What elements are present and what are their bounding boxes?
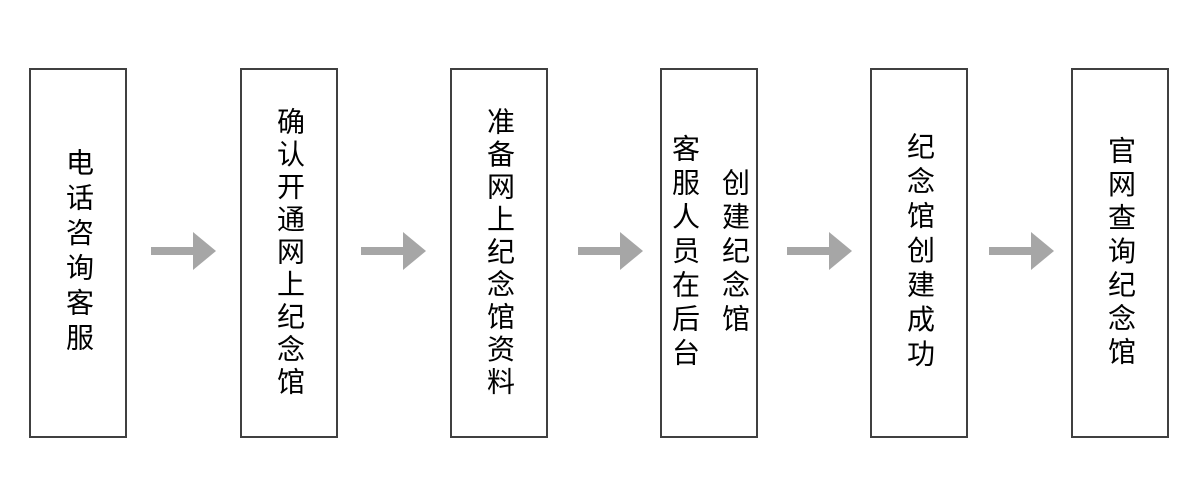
step-4-label-line-2: 创建纪念馆 (719, 168, 750, 338)
right-arrow-icon (578, 232, 643, 270)
step-5-label: 纪念馆创建成功 (904, 132, 935, 374)
right-arrow-icon (787, 232, 852, 270)
right-arrow-icon (151, 232, 216, 270)
right-arrow-icon (989, 232, 1054, 270)
right-arrow-icon (787, 232, 852, 270)
step-6-label: 官网查询纪念馆 (1105, 135, 1136, 371)
right-arrow-icon (361, 232, 426, 270)
right-arrow-icon (151, 232, 216, 270)
right-arrow-icon (989, 232, 1054, 270)
step-2-label: 确认开通网上纪念馆 (274, 106, 305, 400)
step-1-label: 电话咨询客服 (63, 148, 94, 358)
step-2-confirm-open-box: 确认开通网上纪念馆 (240, 68, 338, 438)
right-arrow-icon (361, 232, 426, 270)
step-1-phone-consult-box: 电话咨询客服 (29, 68, 127, 438)
step-4-label-line-1: 客服人员在后台 (669, 134, 700, 372)
step-3-label: 准备网上纪念馆资料 (484, 106, 515, 400)
step-4-backend-create-box: 客服人员在后台 创建纪念馆 (660, 68, 758, 438)
step-5-create-success-box: 纪念馆创建成功 (870, 68, 968, 438)
step-6-official-site-query-box: 官网查询纪念馆 (1071, 68, 1169, 438)
step-3-prepare-materials-box: 准备网上纪念馆资料 (450, 68, 548, 438)
right-arrow-icon (578, 232, 643, 270)
